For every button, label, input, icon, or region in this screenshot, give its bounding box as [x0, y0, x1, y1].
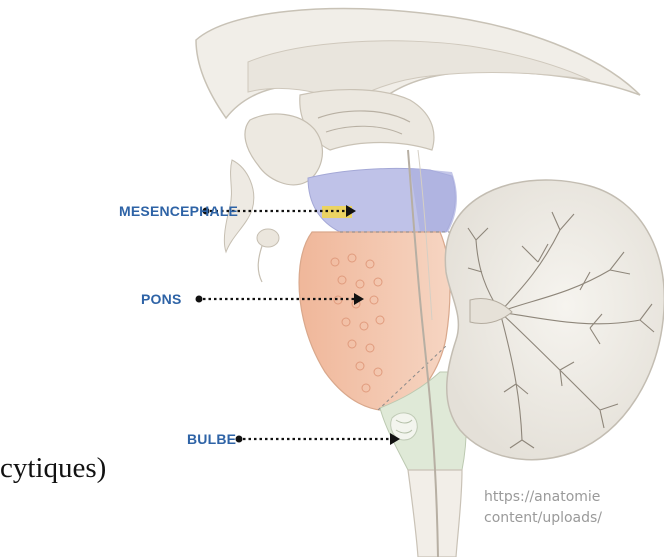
- source-url-line-2: content/uploads/: [484, 510, 602, 526]
- source-url-line-1: https://anatomie: [484, 489, 600, 505]
- label-bulbe: BULBE: [187, 431, 236, 447]
- label-pons: PONS: [141, 291, 181, 307]
- cerebellum: [445, 180, 664, 460]
- bulbe-pointer: [236, 433, 401, 445]
- label-mesencephale: MESENCEPHALE: [119, 203, 238, 219]
- cropped-side-text: cytiques): [0, 452, 106, 485]
